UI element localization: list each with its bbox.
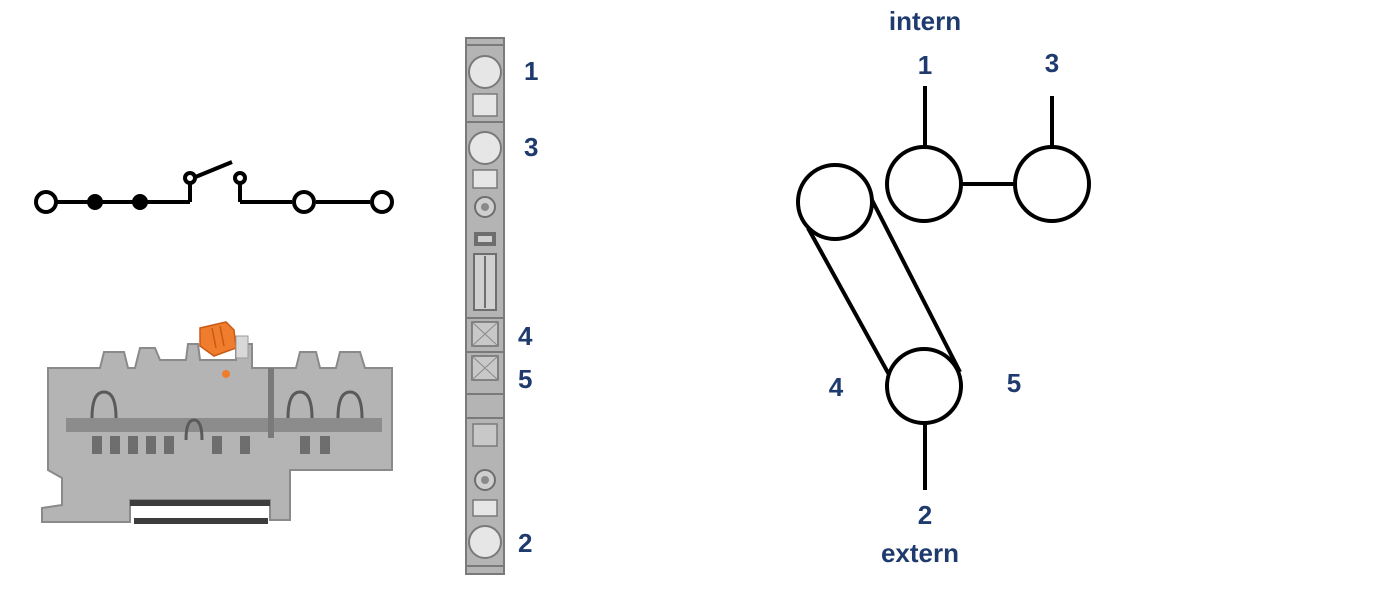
switch-contact-circle	[183, 171, 197, 185]
switch-symbol	[34, 160, 394, 214]
terminal-block-side-view	[41, 321, 393, 524]
open-terminal-circle	[292, 190, 316, 214]
label-extern: extern	[881, 538, 959, 568]
strip-label-4: 4	[518, 321, 533, 351]
node-5-2	[885, 347, 963, 425]
link-4-5-a	[806, 227, 894, 381]
node-1	[885, 145, 963, 223]
node-label-5: 5	[1007, 368, 1021, 398]
housing-band	[66, 418, 382, 432]
strip-label-2: 2	[518, 528, 532, 558]
divider-plate	[268, 368, 274, 438]
node-label-2: 2	[918, 500, 932, 530]
junction-dot	[87, 194, 103, 210]
clamp-opening-2	[468, 525, 502, 559]
strip-label-3: 3	[524, 132, 538, 162]
open-terminal-circle	[34, 190, 58, 214]
node-label-3: 3	[1045, 48, 1059, 78]
switch-blade	[192, 160, 233, 180]
housing-slots	[92, 436, 330, 454]
node-4	[796, 163, 874, 241]
orange-lever	[199, 321, 249, 359]
strip-label-5: 5	[518, 364, 532, 394]
node-label-4: 4	[829, 372, 844, 402]
switch-contact-circle	[233, 171, 247, 185]
clamp-opening-1	[468, 55, 502, 89]
link-4-5-b	[870, 199, 962, 373]
terminal-housing	[41, 343, 393, 523]
open-terminal-circle	[370, 190, 394, 214]
marker-slot	[472, 169, 498, 189]
marker-slot	[472, 93, 498, 117]
node-label-1: 1	[918, 50, 932, 80]
label-intern: intern	[889, 6, 961, 36]
marker-slot	[472, 499, 498, 517]
strip-label-1: 1	[524, 56, 538, 86]
clamp-opening-3	[468, 131, 502, 165]
spring-clamps	[90, 390, 364, 441]
terminal-strip-top-view	[465, 37, 505, 575]
junction-dot	[132, 194, 148, 210]
din-rail-clip	[130, 500, 270, 506]
orange-indicator-dot	[222, 370, 230, 378]
connection-schematic	[796, 86, 1091, 490]
node-3	[1013, 145, 1091, 223]
din-rail-clip	[134, 518, 268, 524]
marker-slot	[472, 423, 498, 447]
